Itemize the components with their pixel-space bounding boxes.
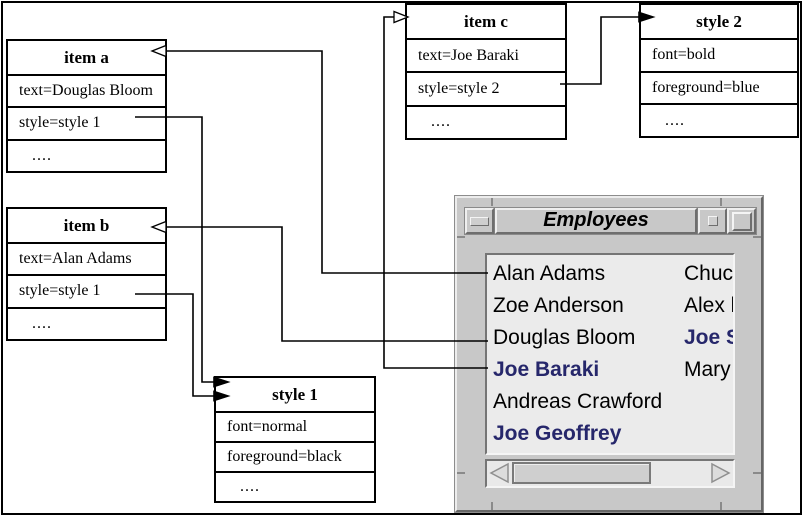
box-row: foreground=black [216,441,374,471]
box-row: text=Douglas Bloom [8,74,165,106]
title-panel[interactable]: Employees [495,208,697,234]
window-menu-button[interactable] [465,208,494,234]
maximize-icon [731,211,752,231]
box-title: style 2 [696,11,742,31]
minimize-icon [707,216,718,226]
frame-seam [753,236,761,238]
record-box-item-a: item a text=Douglas Bloom style=style 1 … [6,39,167,173]
frame-seam [457,472,465,474]
list-item[interactable]: Mary [684,358,731,381]
box-row: text=Alan Adams [8,242,165,274]
list-item[interactable]: Chuck [684,262,734,285]
window-titlebar[interactable]: Employees [464,207,757,235]
frame-seam [457,236,465,238]
box-title: item a [64,47,109,67]
record-box-item-c: item c text=Joe Baraki style=style 2 ...… [405,3,567,140]
scrollbar-thumb[interactable] [512,462,651,484]
box-title: item b [63,215,110,235]
list-item[interactable]: Joe S [684,326,735,349]
box-row: .... [407,104,565,138]
record-box-item-b: item b text=Alan Adams style=style 1 ...… [6,207,167,341]
list-item[interactable]: Douglas Bloom [493,326,636,349]
frame-seam [753,472,761,474]
horizontal-scrollbar[interactable] [485,459,735,488]
box-row: style=style 1 [8,106,165,138]
frame-seam [491,198,493,206]
box-row: foreground=blue [641,70,797,104]
record-box-style-2: style 2 font=bold foreground=blue .... [639,3,799,138]
list-item[interactable]: Andreas Crawford [493,390,663,413]
window-menu-icon [470,216,489,226]
window-title: Employees [543,208,649,231]
diagram-border [1,1,802,515]
list-item[interactable]: Alex l [684,294,735,317]
scroll-right-arrow-icon[interactable] [709,462,732,485]
box-row: style=style 2 [407,71,565,104]
list-item[interactable]: Alan Adams [493,262,606,285]
frame-seam [491,502,493,510]
record-box-style-1: style 1 font=normal foreground=black ...… [214,376,376,503]
box-row: .... [216,471,374,501]
box-row: font=normal [216,411,374,441]
box-row: font=bold [641,38,797,71]
minimize-button[interactable] [698,208,727,234]
list-item[interactable]: Joe Geoffrey [493,422,622,445]
box-row: style=style 1 [8,274,165,306]
box-row: text=Joe Baraki [407,38,565,71]
box-row: .... [641,103,797,136]
list-column-2: ChuckAlex l Joe S Mary [684,258,735,386]
box-title: style 1 [272,384,318,404]
frame-seam [720,502,722,510]
list-item[interactable]: Zoe Anderson [493,294,624,317]
maximize-button[interactable] [727,208,756,234]
box-row: .... [8,306,165,339]
scroll-left-arrow-icon[interactable] [488,462,511,485]
box-row: .... [8,138,165,171]
box-title: item c [464,11,508,31]
frame-seam [720,198,722,206]
list-item[interactable]: Joe Baraki [493,358,600,381]
